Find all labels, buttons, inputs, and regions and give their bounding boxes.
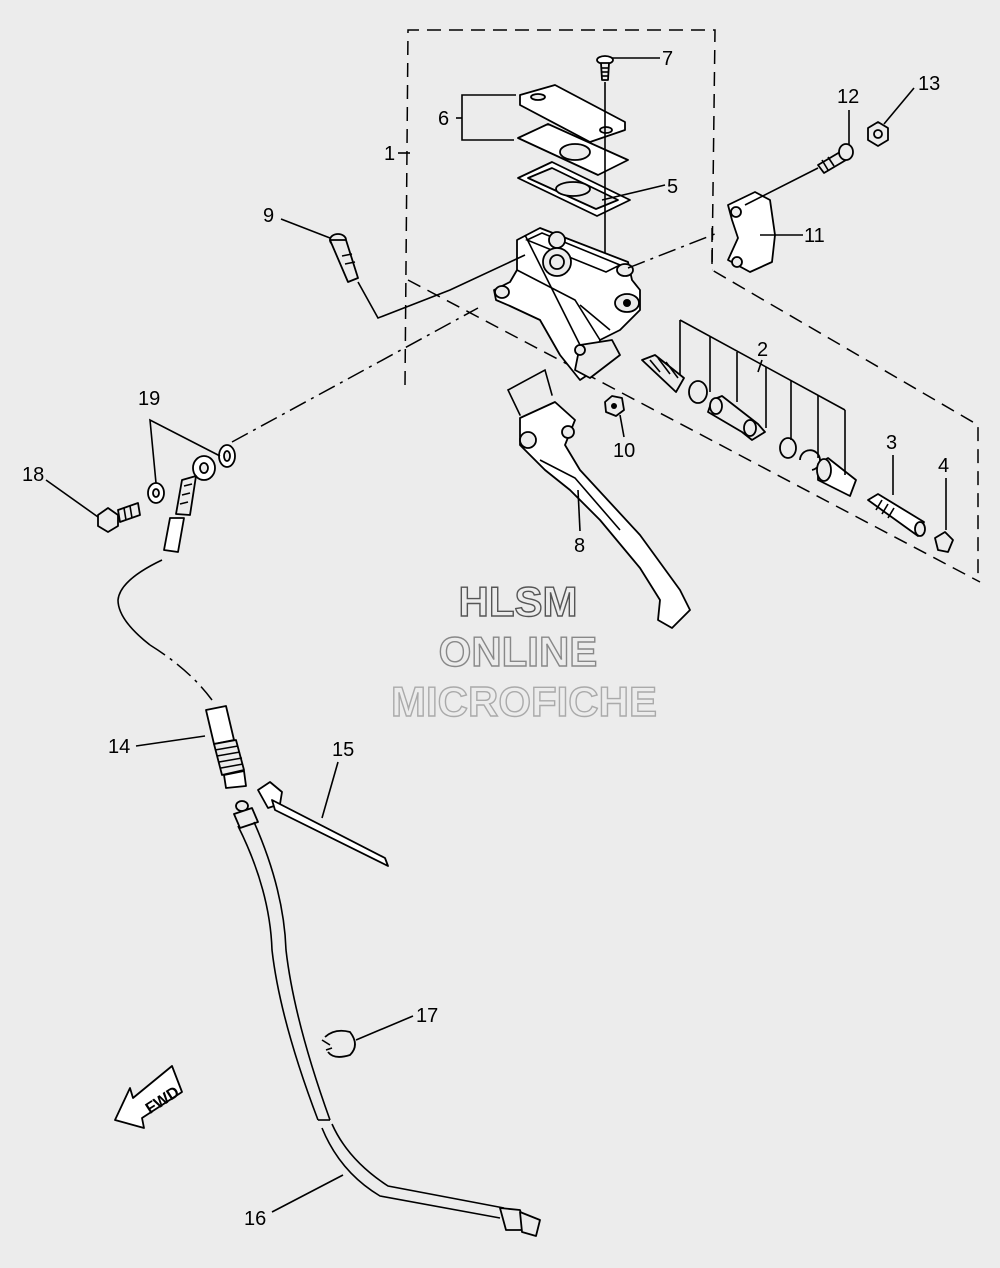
callout-17: 17	[416, 1005, 438, 1027]
callout-4: 4	[938, 455, 949, 477]
reservoir-diaphragm-plate	[517, 123, 629, 176]
clamp-17	[321, 1029, 356, 1058]
banjo-union-bolt-18	[97, 502, 141, 533]
washer-19-top	[218, 444, 236, 468]
cable-tie-15	[257, 781, 389, 867]
lever-nut-10	[604, 395, 625, 417]
diaphragm-gasket-5	[517, 161, 631, 217]
callout-18: 18	[22, 464, 44, 486]
push-rod-3	[867, 493, 926, 537]
fwd-arrow-icon: FWD	[114, 1065, 183, 1129]
watermark-line2: ONLINE	[439, 628, 598, 675]
callout-3: 3	[886, 432, 897, 454]
hose-14	[205, 705, 247, 789]
callout-12: 12	[837, 86, 859, 108]
callout-19: 19	[138, 388, 160, 410]
callout-5: 5	[667, 176, 678, 198]
screw-7	[596, 55, 614, 258]
callout-14: 14	[108, 736, 130, 758]
watermark-line1: HLSM	[459, 578, 578, 625]
assembly-1-boundary	[398, 29, 981, 583]
callout-13: 13	[918, 73, 940, 95]
watermark: HLSM ONLINE MICROFICHE	[390, 577, 657, 725]
banjo-bolt-9	[329, 233, 359, 283]
piston-kit-2	[641, 319, 857, 497]
callout-7: 7	[662, 48, 673, 70]
callout-2: 2	[757, 339, 768, 361]
master-cylinder-body	[493, 227, 641, 381]
boot-cap-4	[934, 531, 954, 553]
clutch-lever-8	[506, 368, 691, 629]
hose-upper-fitting	[163, 455, 216, 553]
callout-15: 15	[332, 739, 354, 761]
callout-1: 1	[384, 143, 395, 165]
pipe-16	[233, 800, 541, 1237]
nut-13	[867, 121, 889, 147]
callout-6: 6	[438, 108, 449, 130]
holder-bolt-12	[744, 143, 854, 206]
callout-11: 11	[804, 225, 825, 247]
holder-11	[727, 191, 776, 273]
watermark-line3: MICROFICHE	[391, 678, 657, 725]
callout-9: 9	[263, 205, 274, 227]
callout-8: 8	[574, 535, 585, 557]
washer-19-bottom	[147, 482, 165, 504]
callout-16: 16	[244, 1208, 266, 1230]
reservoir-cap	[519, 84, 626, 143]
callout-10: 10	[613, 440, 635, 462]
leader-lines	[45, 57, 947, 1213]
callout-labels: 1 2 3 4 5 6 7 8 9 10 11 12 13 14 15 16 1…	[22, 48, 949, 1230]
